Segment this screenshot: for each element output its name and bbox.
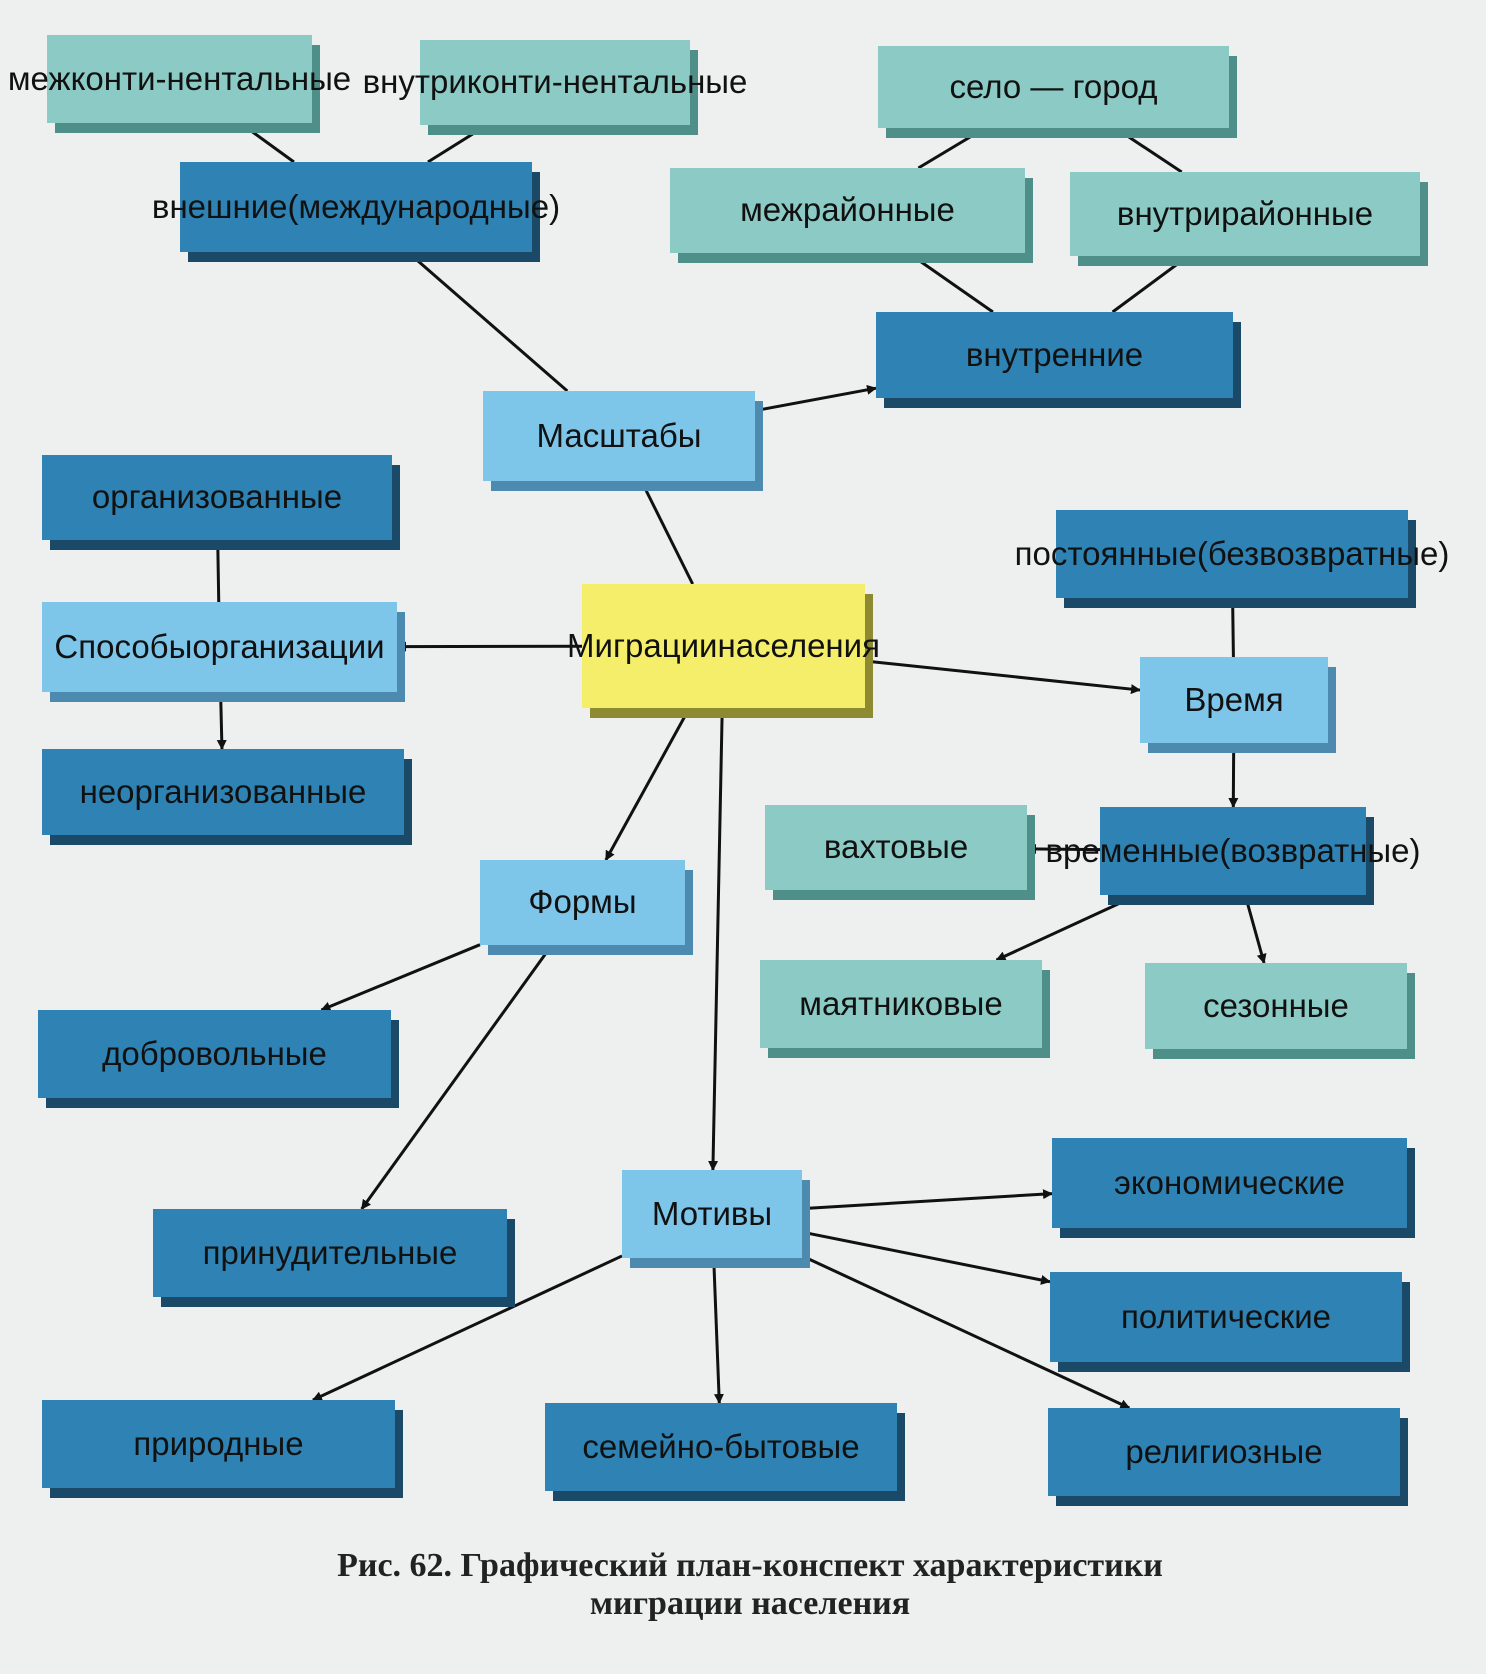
arrow-scales-to-external xyxy=(406,250,569,393)
node-external: внешние (международные) xyxy=(152,162,560,252)
figure-caption: Рис. 62. Графический план-конспект харак… xyxy=(150,1547,1350,1623)
arrow-time-to-permanent xyxy=(1227,597,1238,658)
arrow-temporary-to-shift xyxy=(1026,843,1101,854)
node-migration: Миграции населения xyxy=(567,584,880,708)
node-line: межконти- xyxy=(7,59,167,97)
node-family: семейно-бытовые xyxy=(545,1403,897,1491)
node-line: (международные) xyxy=(287,187,561,225)
arrow-motives-to-political xyxy=(801,1230,1051,1285)
arrow-temporary-to-pendulum xyxy=(995,893,1139,962)
node-time: Время xyxy=(1140,657,1328,743)
node-line: село — город xyxy=(949,67,1158,105)
node-organized: организованные xyxy=(42,455,392,540)
node-forced: принудительные xyxy=(153,1209,507,1297)
node-line: Миграции xyxy=(567,626,718,664)
caption-line: миграции населения xyxy=(589,1585,911,1623)
node-line: вахтовые xyxy=(823,828,969,866)
arrow-organization-to-organized xyxy=(212,539,223,603)
node-line: внутриконти- xyxy=(362,63,563,101)
node-intracontinental: внутриконти- нентальные xyxy=(363,40,747,125)
node-line: неорганизованные xyxy=(79,772,367,810)
node-temporary: временные (возвратные) xyxy=(1046,807,1421,895)
node-line: внутрирайонные xyxy=(1116,194,1374,232)
node-line: постоянные xyxy=(1014,534,1197,572)
node-line: населения xyxy=(717,626,880,664)
node-line: временные xyxy=(1045,831,1220,869)
arrow-center-to-time xyxy=(864,659,1141,695)
node-shift-work: вахтовые xyxy=(765,805,1027,890)
node-motives: Мотивы xyxy=(622,1170,802,1258)
arrow-external-to-intracontinental xyxy=(427,123,488,164)
node-seasonal: сезонные xyxy=(1145,963,1407,1049)
node-interregional: межрайонные xyxy=(670,168,1025,253)
node-organization-methods: Способы организации xyxy=(42,602,397,692)
node-voluntary: добровольные xyxy=(38,1010,391,1098)
node-line: религиозные xyxy=(1125,1432,1323,1470)
node-line: межрайонные xyxy=(740,191,955,229)
arrow-interregional-to-village_city xyxy=(917,126,986,170)
node-pendulum: маятниковые xyxy=(760,960,1042,1048)
node-line: добровольные xyxy=(102,1034,327,1072)
arrow-internal-to-interregional xyxy=(907,251,994,314)
node-village-city: село — город xyxy=(878,46,1229,128)
arrow-motives-to-family xyxy=(712,1257,724,1404)
arrow-scales-to-internal xyxy=(754,384,877,413)
node-intercontinental: межконти- нентальные xyxy=(8,35,351,123)
node-permanent: постоянные (безвозвратные) xyxy=(1015,510,1449,598)
node-political: политические xyxy=(1050,1272,1402,1362)
node-unorganized: неорганизованные xyxy=(42,749,404,835)
node-natural: природные xyxy=(42,1400,395,1488)
node-line: организованные xyxy=(91,478,343,516)
arrow-motives-to-religious xyxy=(801,1254,1131,1410)
node-line: Мотивы xyxy=(651,1194,773,1232)
node-line: (возвратные) xyxy=(1219,831,1421,869)
node-line: экономические xyxy=(1114,1163,1345,1201)
node-line: сезонные xyxy=(1203,986,1349,1024)
node-line: Время xyxy=(1184,680,1284,718)
node-line: политические xyxy=(1120,1297,1331,1335)
node-line: нентальные xyxy=(562,63,748,101)
node-line: природные xyxy=(133,1424,304,1462)
node-line: внутренние xyxy=(965,335,1144,373)
node-line: Формы xyxy=(528,883,637,921)
node-line: Масштабы xyxy=(536,416,702,454)
node-intraregional: внутрирайонные xyxy=(1070,172,1420,256)
node-forms: Формы xyxy=(480,860,685,945)
node-internal: внутренние xyxy=(876,312,1233,398)
node-line: принудительные xyxy=(202,1233,458,1271)
arrow-center-to-forms xyxy=(604,707,691,861)
node-line: маятниковые xyxy=(799,984,1003,1022)
arrow-internal-to-intraregional xyxy=(1111,254,1190,314)
node-line: внешние xyxy=(151,187,288,225)
arrow-temporary-to-seasonal xyxy=(1243,894,1267,964)
node-economic: экономические xyxy=(1052,1138,1407,1228)
arrow-forms-to-voluntary xyxy=(320,943,481,1012)
caption-line: Рис. 62. Графический план-конспект харак… xyxy=(337,1547,1163,1584)
arrow-motives-to-natural xyxy=(312,1254,623,1402)
node-line: организации xyxy=(192,627,385,665)
arrow-forms-to-forced xyxy=(360,944,554,1210)
node-line: (безвозвратные) xyxy=(1196,534,1450,572)
arrow-center-to-motives xyxy=(708,707,724,1171)
node-scales: Масштабы xyxy=(483,391,755,481)
arrow-external-to-intercontinental xyxy=(239,121,295,164)
node-religious: религиозные xyxy=(1048,1408,1400,1496)
node-line: семейно-бытовые xyxy=(582,1427,860,1465)
node-line: Способы xyxy=(54,627,193,665)
arrow-center-to-scales xyxy=(640,480,694,585)
arrow-motives-to-economic xyxy=(801,1189,1053,1211)
node-line: нентальные xyxy=(166,59,352,97)
arrow-organization-to-unorganized xyxy=(216,691,227,750)
arrow-intraregional-to-village_city xyxy=(1114,126,1183,174)
